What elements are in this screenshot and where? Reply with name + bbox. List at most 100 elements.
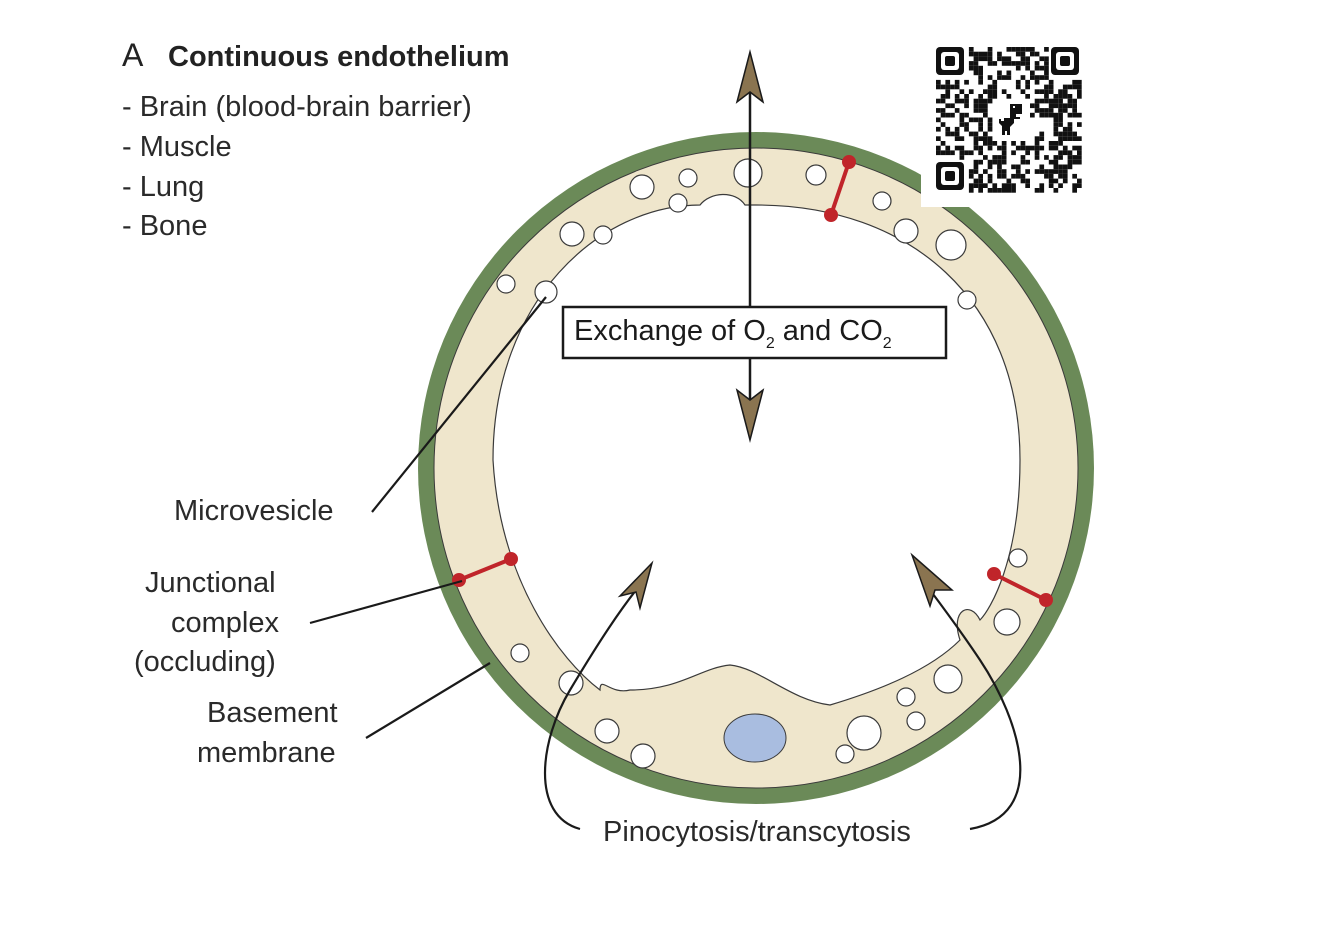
qr-module — [997, 51, 1002, 57]
qr-module — [1030, 47, 1035, 52]
qr-module — [1058, 150, 1063, 156]
qr-module — [1048, 159, 1054, 165]
qr-module — [1044, 47, 1049, 52]
qr-module — [1011, 173, 1016, 179]
qr-module — [940, 141, 946, 146]
qr-module — [968, 51, 974, 57]
qr-module — [973, 56, 979, 62]
qr-module — [1077, 159, 1082, 165]
qr-module — [987, 94, 993, 99]
qr-module — [1025, 65, 1030, 71]
microvesicle-dot — [630, 743, 656, 769]
qr-module — [1048, 79, 1054, 85]
qr-module — [1053, 112, 1059, 118]
qr-module — [1025, 150, 1030, 156]
qr-module — [1067, 131, 1073, 137]
qr-module — [1025, 84, 1030, 90]
qr-module — [940, 122, 946, 127]
qr-module — [1058, 141, 1063, 146]
qr-module — [1048, 84, 1054, 90]
qr-module — [1039, 145, 1045, 151]
qr-module — [978, 103, 983, 109]
qr-module — [992, 84, 998, 90]
qr-module — [1001, 61, 1007, 66]
qr-module — [1025, 159, 1030, 165]
qr-module — [936, 98, 941, 104]
qr-module — [1015, 51, 1021, 57]
qr-module — [1044, 112, 1049, 118]
qr-module — [1044, 98, 1049, 104]
qr-module — [1015, 84, 1021, 90]
qr-module — [987, 51, 993, 57]
qr-module — [945, 126, 951, 132]
qr-module — [973, 159, 979, 165]
qr-module — [940, 150, 946, 156]
qr-module — [945, 150, 951, 156]
qr-module — [1001, 155, 1007, 160]
arrow-up-icon — [735, 49, 765, 104]
qr-module — [1034, 103, 1040, 109]
qr-module — [945, 94, 951, 99]
qr-module — [1072, 112, 1077, 118]
qr-module — [1044, 84, 1049, 90]
qr-module — [1058, 103, 1063, 109]
microvesicle-dot — [957, 290, 977, 310]
qr-module — [936, 150, 941, 156]
qr-module — [1039, 188, 1045, 193]
qr-module — [987, 188, 993, 193]
pinocytosis-left-curve — [543, 584, 641, 831]
junction-dot — [824, 208, 838, 222]
qr-module — [936, 108, 941, 113]
qr-module — [1053, 103, 1059, 109]
qr-module — [964, 150, 969, 156]
qr-module — [1044, 65, 1049, 71]
qr-module — [978, 173, 983, 179]
qr-module — [987, 98, 993, 104]
qr-module — [1077, 79, 1082, 85]
qr-module — [1034, 169, 1040, 174]
basement-label-line2: membrane — [197, 737, 336, 769]
qr-module — [950, 112, 955, 118]
qr-module — [973, 117, 979, 123]
qr-module — [973, 61, 979, 66]
qr-module — [1015, 61, 1021, 66]
microvesicle-dot — [846, 715, 882, 751]
qr-module — [1039, 183, 1045, 188]
qr-module — [1020, 61, 1026, 66]
qr-module — [1062, 108, 1068, 113]
qr-module — [945, 84, 951, 90]
qr-module — [1062, 131, 1068, 137]
qr-module — [1020, 159, 1026, 165]
qr-module — [997, 70, 1002, 76]
qr-module — [954, 108, 960, 113]
microvesicle-dot — [678, 168, 698, 188]
qr-module — [968, 61, 974, 66]
qr-module — [1072, 103, 1077, 109]
qr-module — [978, 159, 983, 165]
qr-module — [1062, 103, 1068, 109]
qr-module — [1077, 122, 1082, 127]
microvesicle-leader — [371, 296, 547, 513]
junctional-label-line3: (occluding) — [134, 646, 276, 678]
arrow-down-icon — [735, 388, 765, 443]
qr-module — [1025, 183, 1030, 188]
microvesicle-label: Microvesicle — [174, 495, 334, 527]
exchange-label: Exchange of O2 and CO2 — [574, 315, 892, 352]
qr-module — [968, 173, 974, 179]
qr-module — [1030, 103, 1035, 109]
qr-module — [1044, 56, 1049, 62]
qr-module — [1025, 145, 1030, 151]
qr-module — [1053, 141, 1059, 146]
qr-module — [1072, 131, 1077, 137]
qr-module — [992, 159, 998, 165]
qr-module — [936, 84, 941, 90]
qr-module — [959, 136, 965, 141]
qr-module — [1039, 65, 1045, 71]
qr-module — [1015, 164, 1021, 170]
qr-module — [940, 84, 946, 90]
microvesicles — [496, 158, 1028, 769]
qr-module — [987, 89, 993, 94]
qr-module — [1077, 84, 1082, 90]
qr-module — [1030, 70, 1035, 76]
qr-module — [1001, 173, 1007, 179]
